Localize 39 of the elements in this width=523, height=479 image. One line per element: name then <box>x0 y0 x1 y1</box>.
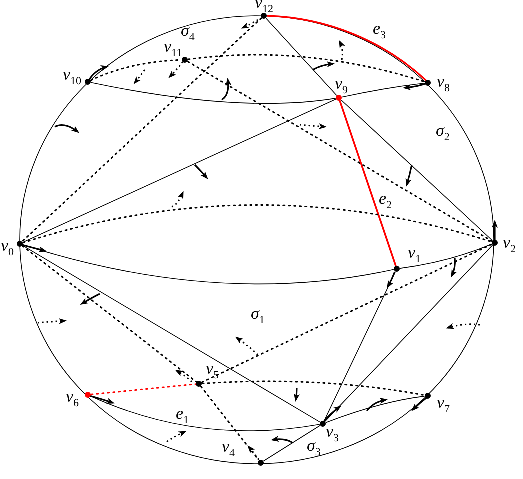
dotted-edge <box>202 380 426 396</box>
edge-line <box>326 396 425 424</box>
vertex-label: v$_{9}$ <box>334 75 350 96</box>
vertex-label: v$_{3}$ <box>325 423 340 444</box>
edge-line <box>264 425 320 462</box>
vertex-label: v$_{12}$ <box>254 0 275 16</box>
edge-line <box>400 244 492 269</box>
dotted-edge <box>187 61 493 242</box>
dotted-edge <box>22 18 262 242</box>
dotted-edge <box>22 245 197 383</box>
vertex-label: v$_{8}$ <box>436 73 452 94</box>
edge-line <box>339 100 397 267</box>
dotted-edge <box>201 244 493 384</box>
face-label: σ$_{1}$ <box>250 305 266 326</box>
dotted-edge <box>22 204 492 244</box>
face-label: σ$_{2}$ <box>435 122 451 144</box>
edge-line <box>22 245 320 423</box>
edge-line <box>325 245 493 422</box>
edge-line <box>91 82 336 104</box>
dotted-edge <box>188 54 426 83</box>
edge-label: e$_{3}$ <box>372 20 388 42</box>
vertex-label: v$_{4}$ <box>221 438 236 460</box>
edge-label: e$_{1}$ <box>175 405 190 426</box>
edge-line <box>266 18 338 96</box>
vertex-label: v$_{6}$ <box>65 388 80 410</box>
edge-label: e$_{2}$ <box>378 190 394 212</box>
vertex-label: v$_{10}$ <box>62 66 83 88</box>
edge-line <box>342 83 425 98</box>
dotted-edge <box>200 386 260 461</box>
edge-line <box>341 100 493 242</box>
dotted-edge <box>90 384 196 396</box>
vertex-label: v$_{1}$ <box>407 244 422 266</box>
edge-line <box>324 272 396 422</box>
face-label: σ$_{3}$ <box>306 437 322 458</box>
vertex-label: v$_{2}$ <box>502 234 518 256</box>
edge-line <box>266 15 427 82</box>
vertex-label: v$_{7}$ <box>436 394 452 416</box>
edge-line <box>22 99 336 243</box>
vertex-label: v$_{0}$ <box>0 237 16 258</box>
